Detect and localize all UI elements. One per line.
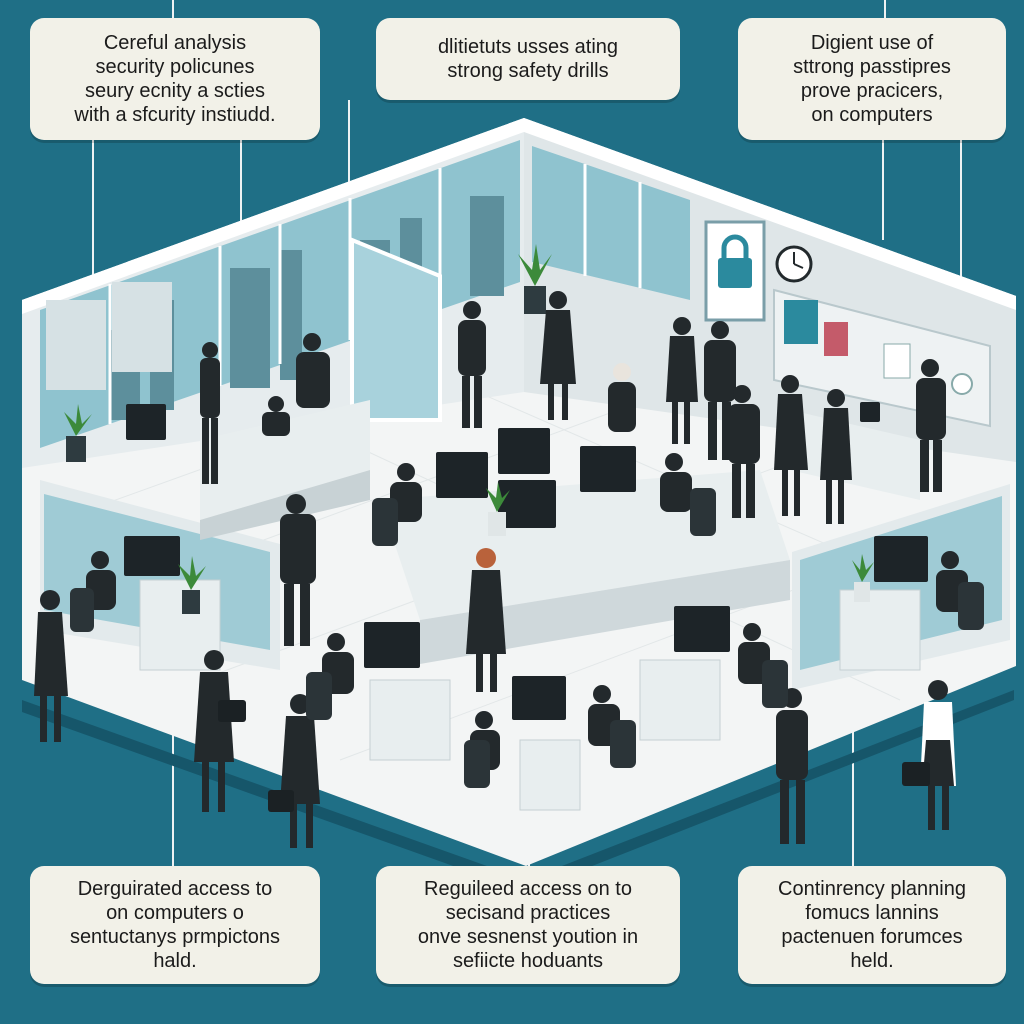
callout-bottom-center-line-1: Reguileed access on to [424, 878, 632, 900]
right-window [532, 146, 690, 300]
callout-top-right-line-1: Digient use of [810, 32, 934, 54]
callout-top-left: Cereful analysis security policunes seur… [30, 18, 320, 140]
computer-monitors [124, 402, 928, 720]
connector-line-top-center [348, 100, 350, 220]
callout-bottom-right-line-2: fomucs lannins [805, 902, 939, 924]
connector-line-top-right-a [882, 140, 884, 240]
callout-bottom-left-line-4: hald. [153, 950, 197, 972]
callout-bottom-left: Derguirated access to on computers o sen… [30, 866, 320, 984]
callout-top-left-line-2: security policunes [95, 56, 255, 78]
connector-line-top-edge-right [884, 0, 886, 18]
reception-desk [200, 400, 370, 520]
callout-top-left-line-4: with a sfcurity instiudd. [74, 104, 276, 126]
callout-bottom-right-line-3: pactenuen forumces [781, 926, 963, 948]
office-chairs [70, 488, 984, 788]
callout-bottom-right-line-4: held. [850, 950, 894, 972]
connector-line-top-right-b [960, 140, 962, 290]
callout-top-center-line-2: strong safety drills [447, 60, 609, 82]
glass-door [350, 237, 442, 422]
callout-top-right-line-2: sttrong passtipres [793, 56, 951, 78]
workstation-desks [139, 579, 921, 811]
callout-bottom-center-line-4: sefiicte hoduants [452, 950, 604, 972]
connector-line-top-edge [172, 0, 174, 18]
callout-top-center: dlitietuts usses ating strong safety dri… [376, 18, 680, 100]
callout-bottom-left-line-3: sentuctanys prmpictons [69, 926, 281, 948]
office-workers [34, 291, 968, 848]
callout-bottom-left-line-2: on computers o [106, 902, 244, 924]
callout-bottom-right: Continrency planning fomucs lannins pact… [738, 866, 1006, 984]
padlock-icon [718, 234, 752, 288]
window-blinds [46, 282, 172, 390]
callout-top-right-line-4: on computers [811, 104, 933, 126]
potted-plants [64, 244, 874, 614]
connector-line-bottom-right [852, 700, 854, 870]
callout-bottom-right-line-1: Continrency planning [778, 878, 966, 900]
callout-top-left-line-3: seury ecnity a scties [84, 80, 266, 102]
callout-bottom-left-line-1: Derguirated access to [77, 878, 273, 900]
callout-top-left-line-1: Cereful analysis [103, 32, 247, 54]
callout-bottom-center: Reguileed access on to secisand practice… [376, 866, 680, 984]
briefcases [218, 700, 930, 812]
connector-line-top-left-a [92, 140, 94, 290]
callout-top-center-line-1: dlitietuts usses ating [437, 36, 619, 58]
callout-top-right: Digient use of sttrong passtipres prove … [738, 18, 1006, 140]
connector-line-top-left-b [240, 140, 242, 230]
clock-icon [775, 245, 813, 283]
callout-bottom-center-line-3: onve sesnenst yoution in [417, 926, 639, 948]
callout-top-right-line-3: prove pracicers, [800, 80, 944, 102]
callout-bottom-center-line-2: secisand practices [445, 902, 611, 924]
